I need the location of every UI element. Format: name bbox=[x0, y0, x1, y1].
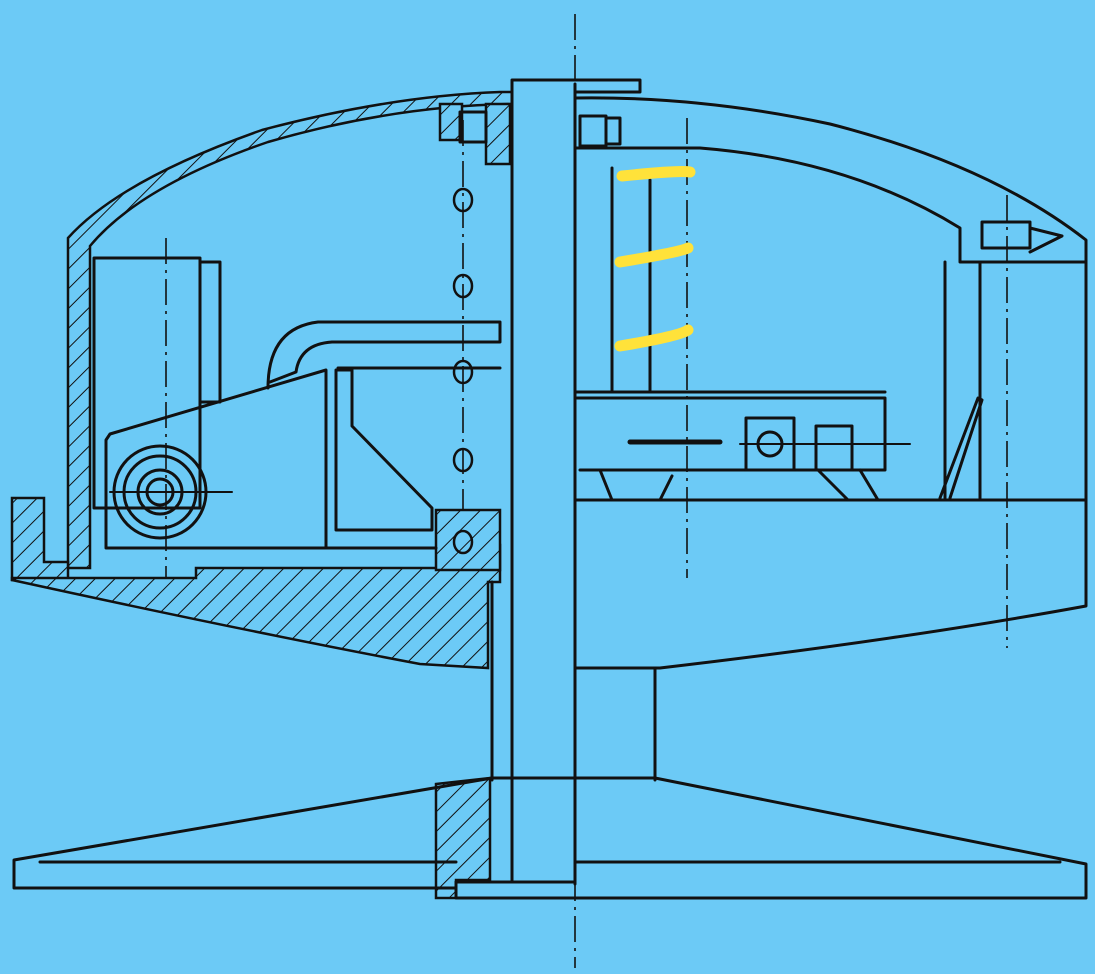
roller-icon bbox=[112, 444, 208, 540]
lower-pulley bbox=[12, 776, 1088, 900]
right-flyweight-link bbox=[575, 396, 984, 502]
right-housing bbox=[573, 96, 1088, 670]
spring-icon bbox=[610, 166, 696, 392]
oil-holes bbox=[452, 187, 474, 555]
left-housing bbox=[10, 90, 514, 670]
vertical-shaft bbox=[490, 78, 657, 886]
left-flyweight bbox=[92, 256, 502, 550]
shaft-top-nuts bbox=[458, 110, 622, 148]
